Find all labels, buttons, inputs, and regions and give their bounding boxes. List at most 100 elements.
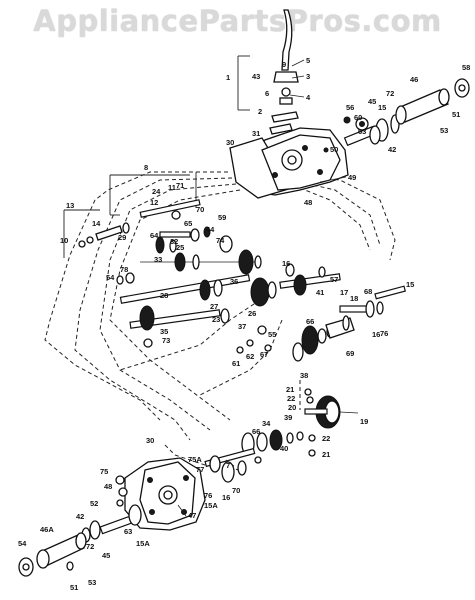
right-gear-group [279,263,407,362]
callout-59: 59 [218,213,226,222]
callout-74: 74 [216,236,225,245]
callout-72: 72 [386,89,394,98]
callout-45-lower: 45 [102,551,110,560]
callout-58: 58 [462,63,470,72]
callout-47: 47 [188,511,196,520]
callout-12: 12 [150,198,158,207]
callout-31: 31 [252,129,260,138]
leader-lines [177,59,359,517]
callout-28: 28 [160,291,168,300]
callout-36: 36 [230,277,238,286]
large-ring-gear [304,388,341,457]
upper-housing [229,127,349,199]
callout-67: 67 [260,350,268,359]
callout-15: 15 [378,103,386,112]
watermark: AppliancePartsPros.com [33,4,442,38]
callout-26: 26 [248,309,256,318]
callout-53: 53 [440,126,448,135]
callout-15A-lower: 15A [136,539,150,548]
callout-8: 8 [144,163,148,172]
callout-29: 29 [118,233,126,242]
callout-19: 19 [360,417,368,426]
callout-72-lower: 72 [86,542,94,551]
callout-64: 64 [150,231,159,240]
callout-32: 32 [170,237,178,246]
callout-70: 70 [196,205,204,214]
callout-52: 52 [90,499,98,508]
callout-brackets [63,55,250,258]
callout-41: 41 [316,288,324,297]
callout-1: 1 [226,73,230,82]
callout-73: 73 [162,336,170,345]
callout-14: 14 [92,219,101,228]
assembly-guide-lines [44,171,396,471]
callout-30: 30 [226,138,234,147]
callout-66-lower: 66 [252,427,260,436]
callout-55: 55 [268,330,276,339]
callout-61: 61 [232,359,240,368]
shift-fork-group [78,199,233,253]
callout-40: 40 [280,444,288,453]
callout-15-lower-right: 15 [406,280,414,289]
callout-56: 56 [346,103,354,112]
callout-42-lower: 42 [76,512,84,521]
callout-21: 21 [286,385,294,394]
left-axle-assembly [18,504,142,577]
callout-17: 17 [340,288,348,297]
callout-68: 68 [364,287,372,296]
lower-housing [115,457,206,531]
shift-lever [269,9,299,135]
callout-5: 5 [306,56,310,65]
callout-57: 57 [330,275,338,284]
callout-38: 38 [300,371,308,380]
callout-6: 6 [265,89,269,98]
callout-3: 3 [306,72,310,81]
callout-21-lower: 21 [322,450,330,459]
callout-46A: 46A [40,525,54,534]
callout-60: 60 [354,113,362,122]
callout-11: 11 [168,183,176,192]
callout-63-lower: 63 [124,527,132,536]
callout-50: 50 [330,145,338,154]
callout-63: 63 [358,127,366,136]
callout-77: 77 [196,465,204,474]
callout-30-lower: 30 [146,436,154,445]
callout-13: 13 [66,201,74,210]
callout-27: 27 [210,302,218,311]
callout-18: 18 [350,294,358,303]
callout-34: 34 [262,419,271,428]
middle-gear-train [116,236,277,354]
callout-23: 23 [212,315,220,324]
callout-53-lower: 53 [88,578,96,587]
callout-78: 78 [120,265,128,274]
callout-45: 45 [368,97,376,106]
callout-62: 62 [246,352,254,361]
callout-20: 20 [288,403,296,412]
callout-75A: 75A [188,455,202,464]
callout-16: 16 [282,259,290,268]
callout-22-lower: 22 [322,434,330,443]
callout-10: 10 [60,236,68,245]
callout-48-lower: 48 [104,482,112,491]
callout-7: 7 [226,461,230,470]
callout-54-lower: 54 [18,539,27,548]
callout-42: 42 [388,145,396,154]
callout-9: 9 [282,60,286,69]
callout-51: 51 [452,110,460,119]
callout-22: 22 [287,394,295,403]
callout-70-lower: 70 [232,486,240,495]
lower-gear-train [204,429,304,483]
callout-16-lower: 16 [222,493,230,502]
callout-76: 76 [380,329,388,338]
callout-labels: 1 2 3 4 5 6 7 8 9 10 11 12 13 14 15 15 1… [18,56,470,592]
callout-25: 25 [176,243,184,252]
right-axle-assembly [343,78,470,147]
callout-43: 43 [252,72,260,81]
callout-33: 33 [154,255,162,264]
callout-35: 35 [160,327,168,336]
callout-65: 65 [184,219,192,228]
callout-44: 44 [206,225,215,234]
callout-39: 39 [284,413,292,422]
callout-71: 71 [176,181,184,190]
